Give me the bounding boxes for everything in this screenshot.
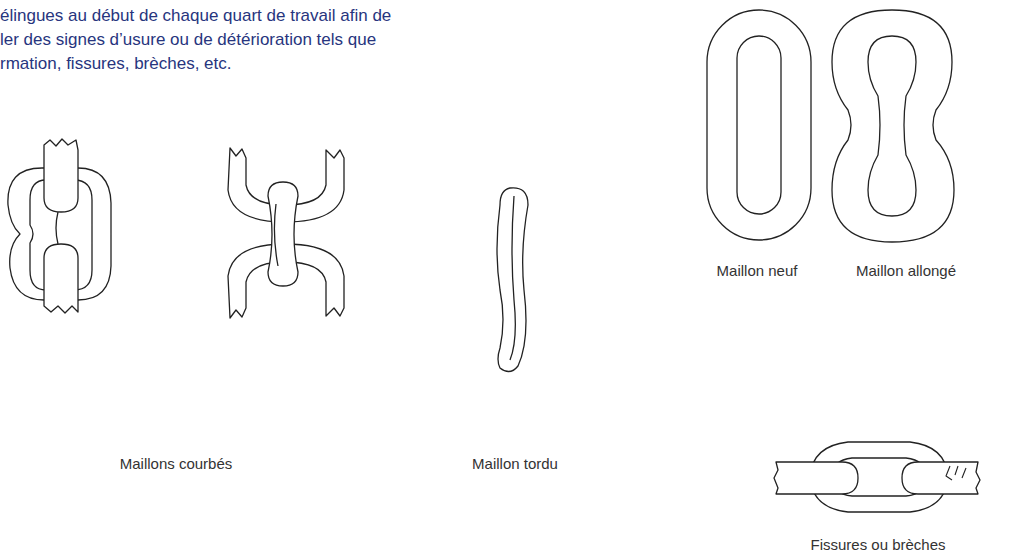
figure-caption: Maillon neuf — [717, 262, 798, 280]
figure-caption: Fissures ou brèches — [810, 536, 945, 554]
figure-caption: Maillon tordu — [472, 455, 558, 473]
intro-text: rmation, fissures, brèches, etc. — [0, 52, 231, 76]
twisted-link — [497, 188, 528, 372]
bent-link-figure — [228, 148, 344, 318]
bent-link-figure — [8, 139, 111, 313]
intro-text: ler des signes d’usure ou de détériorati… — [0, 28, 376, 52]
cracked-link — [774, 442, 980, 512]
figure-caption: Maillon allongé — [856, 262, 956, 280]
figure-caption: Maillons courbés — [120, 455, 233, 473]
elongated-link — [832, 10, 954, 242]
intro-text: élingues au début de chaque quart de tra… — [0, 4, 391, 28]
new-link — [707, 10, 811, 240]
